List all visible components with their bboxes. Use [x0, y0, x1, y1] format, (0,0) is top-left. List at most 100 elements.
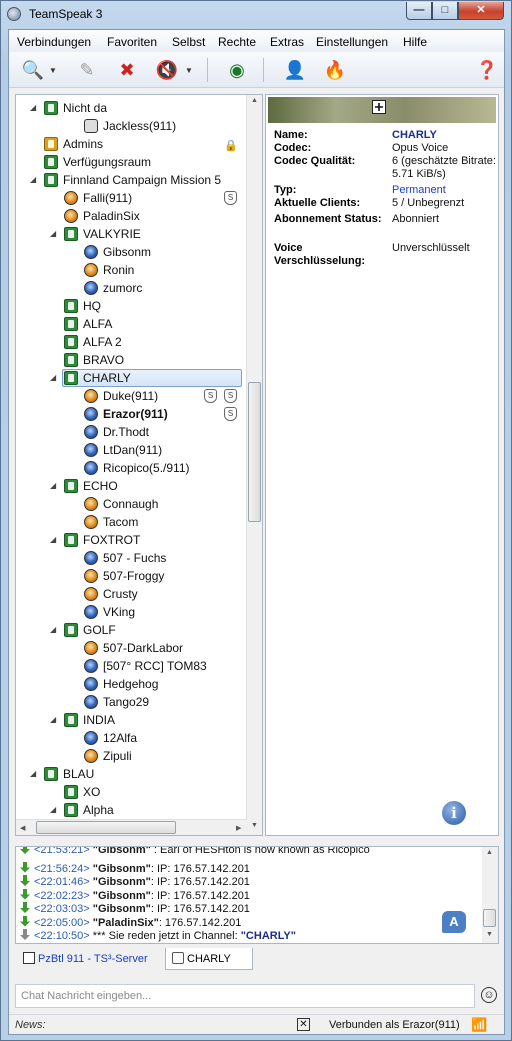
expand-toggle-icon[interactable]: ◢ [50, 535, 57, 544]
channel-row[interactable]: ALFA [16, 315, 244, 333]
log-scrollbar[interactable]: ▲ ▼ [482, 847, 498, 943]
client-row[interactable]: Ronin [16, 261, 244, 279]
menu-hilfe[interactable]: Hilfe [403, 35, 428, 49]
speakers-dropdown-arrow-icon[interactable]: ▼ [185, 66, 193, 75]
menu-extras[interactable]: Extras [270, 35, 305, 49]
expand-toggle-icon[interactable]: ◢ [50, 715, 57, 724]
channel-row[interactable]: ◢ECHO [16, 477, 244, 495]
expand-toggle-icon[interactable]: ◢ [30, 175, 37, 184]
selection-highlight [62, 369, 242, 387]
channel-row[interactable]: HQ [16, 297, 244, 315]
channel-row[interactable]: ◢INDIA [16, 711, 244, 729]
contacts-icon[interactable]: 👤 [283, 59, 307, 80]
info-icon[interactable]: i [442, 801, 466, 825]
tree-hscroll-thumb[interactable] [36, 821, 176, 834]
client-row[interactable]: 507-DarkLabor [16, 639, 244, 657]
log-channel-link[interactable]: "CHARLY" [240, 930, 296, 942]
client-row[interactable]: 507 - Fuchs [16, 549, 244, 567]
channel-row[interactable]: ◢Finnland Campaign Mission 5 [16, 171, 244, 189]
client-row[interactable]: 12Alfa [16, 729, 244, 747]
client-row[interactable]: Crusty [16, 585, 244, 603]
disconnect-plug-icon[interactable]: ✎ [79, 59, 95, 80]
mute-microphone-icon[interactable]: ✖ [119, 59, 135, 80]
info-value[interactable]: Permanent [392, 184, 446, 196]
connect-icon[interactable]: 🔍 [21, 59, 45, 80]
help-icon[interactable]: ❓ [475, 59, 499, 80]
client-row[interactable]: 507-Froggy [16, 567, 244, 585]
expand-toggle-icon[interactable]: ◢ [30, 103, 37, 112]
channel-row[interactable]: ◢Nicht da [16, 99, 244, 117]
scroll-down-icon[interactable]: ▼ [251, 822, 258, 829]
away-status-icon[interactable]: ◉ [229, 59, 245, 80]
expand-toggle-icon[interactable]: ◢ [30, 769, 37, 778]
channel-row[interactable]: Verfügungsraum [16, 153, 244, 171]
log-user[interactable]: "Gibsonm" [92, 846, 151, 856]
channel-row[interactable]: ◢Alpha [16, 801, 244, 819]
scroll-up-icon[interactable]: ▲ [486, 849, 493, 856]
scroll-up-icon[interactable]: ▲ [251, 97, 258, 104]
client-row[interactable]: Falli(911)S [16, 189, 244, 207]
menu-rechte[interactable]: Rechte [218, 35, 257, 49]
tab-channel[interactable]: CHARLY [165, 948, 253, 970]
menu-einstellungen[interactable]: Einstellungen [316, 35, 389, 49]
expand-toggle-icon[interactable]: ◢ [50, 625, 57, 634]
client-row[interactable]: Dr.Thodt [16, 423, 244, 441]
minimize-button[interactable]: — [406, 2, 432, 20]
client-row[interactable]: Zipuli [16, 747, 244, 765]
client-row[interactable]: Jackless(911) [16, 117, 244, 135]
channel-row[interactable]: ◢CHARLY [16, 369, 244, 387]
mute-speakers-icon[interactable]: 🔇 [155, 59, 179, 80]
client-row[interactable]: PaladinSix [16, 207, 244, 225]
client-row[interactable]: Connaugh [16, 495, 244, 513]
close-news-icon[interactable]: ✕ [297, 1018, 310, 1031]
log-user[interactable]: "Gibsonm" [92, 903, 151, 915]
menu-selbst[interactable]: Selbst [172, 35, 206, 49]
chat-input[interactable]: Chat Nachricht eingeben... [15, 984, 475, 1008]
client-row[interactable]: Hedgehog [16, 675, 244, 693]
channel-row[interactable]: Admins🔒 [16, 135, 244, 153]
log-scroll-thumb[interactable] [483, 909, 496, 927]
client-row[interactable]: Erazor(911)S [16, 405, 244, 423]
client-row[interactable]: Gibsonm [16, 243, 244, 261]
log-user[interactable]: "PaladinSix" [92, 916, 159, 929]
tab-server[interactable]: PzBtl 911 - TS³-Server [17, 948, 165, 970]
channel-row[interactable]: ◢BLAU [16, 765, 244, 783]
maximize-button[interactable]: □ [432, 2, 458, 20]
connect-dropdown-arrow-icon[interactable]: ▼ [49, 66, 57, 75]
expand-toggle-icon[interactable]: ◢ [50, 229, 57, 238]
emoticon-icon[interactable]: ☺ [481, 987, 497, 1003]
client-row[interactable]: zumorc [16, 279, 244, 297]
close-button[interactable]: ✕ [458, 2, 504, 20]
client-row[interactable]: [507° RCC] TOM83 [16, 657, 244, 675]
channel-row[interactable]: ◢FOXTROT [16, 531, 244, 549]
tree-horizontal-scrollbar[interactable]: ◀ ▶ [16, 819, 247, 835]
scroll-right-icon[interactable]: ▶ [236, 825, 242, 832]
scroll-left-icon[interactable]: ◀ [20, 825, 26, 832]
client-row[interactable]: LtDan(911) [16, 441, 244, 459]
tree-vertical-scrollbar[interactable]: ▲ ▼ [246, 95, 262, 835]
connection-quality-icon[interactable]: 📶 [471, 1017, 488, 1032]
tree-scroll-thumb[interactable] [248, 382, 261, 522]
expand-toggle-icon[interactable]: ◢ [50, 481, 57, 490]
channel-row[interactable]: ◢VALKYRIE [16, 225, 244, 243]
menu-favoriten[interactable]: Favoriten [107, 35, 158, 49]
menu-verbindungen[interactable]: Verbindungen [17, 35, 92, 49]
scroll-down-icon[interactable]: ▼ [486, 931, 493, 938]
client-row[interactable]: Ricopico(5./911) [16, 459, 244, 477]
text-to-speech-icon[interactable]: A [442, 911, 466, 933]
channel-row[interactable]: ALFA 2 [16, 333, 244, 351]
channel-row[interactable]: ◢GOLF [16, 621, 244, 639]
client-row[interactable]: VKing [16, 603, 244, 621]
log-user[interactable]: "Gibsonm" [92, 876, 151, 888]
log-user[interactable]: "Gibsonm" [92, 862, 151, 875]
channel-row[interactable]: XO [16, 783, 244, 801]
expand-toggle-icon[interactable]: ◢ [50, 373, 57, 382]
client-row[interactable]: Tacom [16, 513, 244, 531]
log-user[interactable]: "Gibsonm" [92, 889, 151, 902]
ts3-addon-icon[interactable]: 🔥 [323, 59, 347, 80]
client-row[interactable]: Tango29 [16, 693, 244, 711]
channel-row[interactable]: BRAVO [16, 351, 244, 369]
expand-toggle-icon[interactable]: ◢ [50, 805, 57, 814]
